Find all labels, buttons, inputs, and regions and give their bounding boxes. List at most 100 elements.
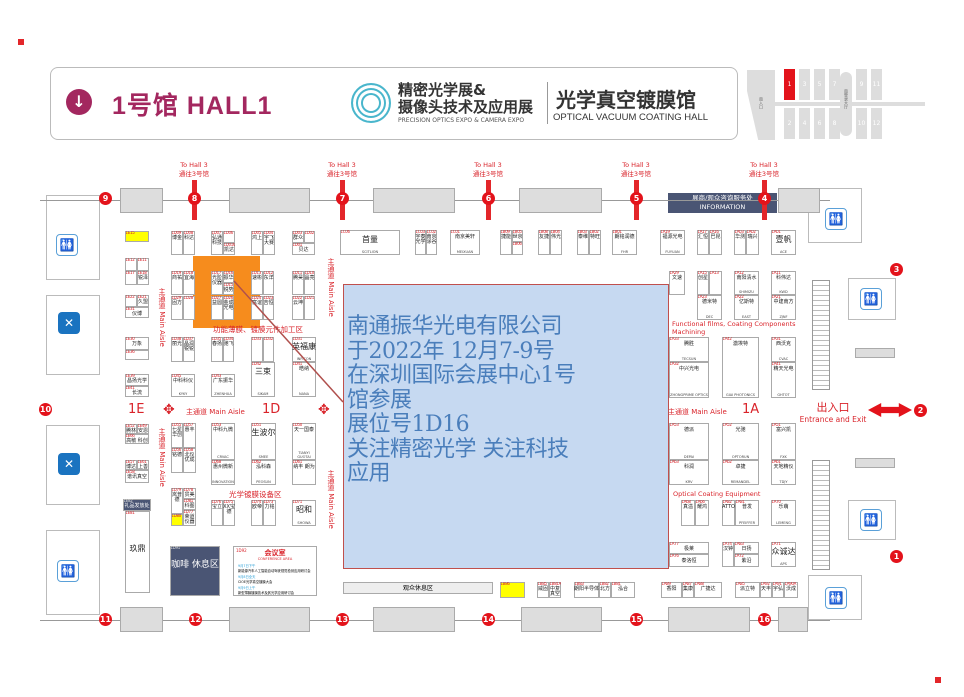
conference-area[interactable]: 1D92 会议室 CONFERENCE AREA 9月7日下午 新能源汽车人工智… bbox=[233, 546, 317, 596]
minimap-hall-10[interactable]: 10 bbox=[856, 108, 867, 139]
gate-3[interactable]: 3 bbox=[890, 263, 903, 276]
gate-13[interactable]: 13 bbox=[336, 613, 349, 626]
gate-8[interactable]: 8 bbox=[188, 192, 201, 205]
booth-1e17[interactable]: 1E17 bbox=[125, 271, 137, 285]
booth-1d32[interactable]: 1D32 bbox=[263, 337, 274, 362]
booth-1d02[interactable]: 1D02 bbox=[304, 231, 315, 243]
gate-10[interactable]: 10 bbox=[39, 403, 52, 416]
booth-1e15[interactable]: 1E15 bbox=[125, 231, 149, 242]
gate-16[interactable]: 16 bbox=[758, 613, 771, 626]
minimap-hall-5[interactable]: 5 bbox=[814, 69, 825, 100]
booth-1e36[interactable]: 1E36 bbox=[125, 350, 149, 360]
booth-1e12[interactable]: 1E12 bbox=[125, 258, 137, 271]
booth-1d28[interactable]: 1D28 bbox=[183, 296, 195, 320]
gate-2[interactable]: 2 bbox=[914, 404, 927, 417]
gate-7[interactable]: 7 bbox=[336, 192, 349, 205]
minimap-hall-12[interactable]: 12 bbox=[871, 108, 882, 139]
gate-11[interactable]: 11 bbox=[99, 613, 112, 626]
booth-1d80[interactable]: 1D80 bbox=[171, 514, 183, 526]
minimap-hall-4[interactable]: 4 bbox=[799, 108, 810, 139]
minimap-hall-3[interactable]: 3 bbox=[799, 69, 810, 100]
gate-12[interactable]: 12 bbox=[189, 613, 202, 626]
booth-1b06[interactable]: 1B06 bbox=[512, 242, 523, 255]
minimap-hall-2[interactable]: 2 bbox=[784, 108, 795, 139]
booth-1d33[interactable]: 1D33 bbox=[251, 337, 263, 362]
minimap-hall-8[interactable]: 8 bbox=[829, 108, 840, 139]
